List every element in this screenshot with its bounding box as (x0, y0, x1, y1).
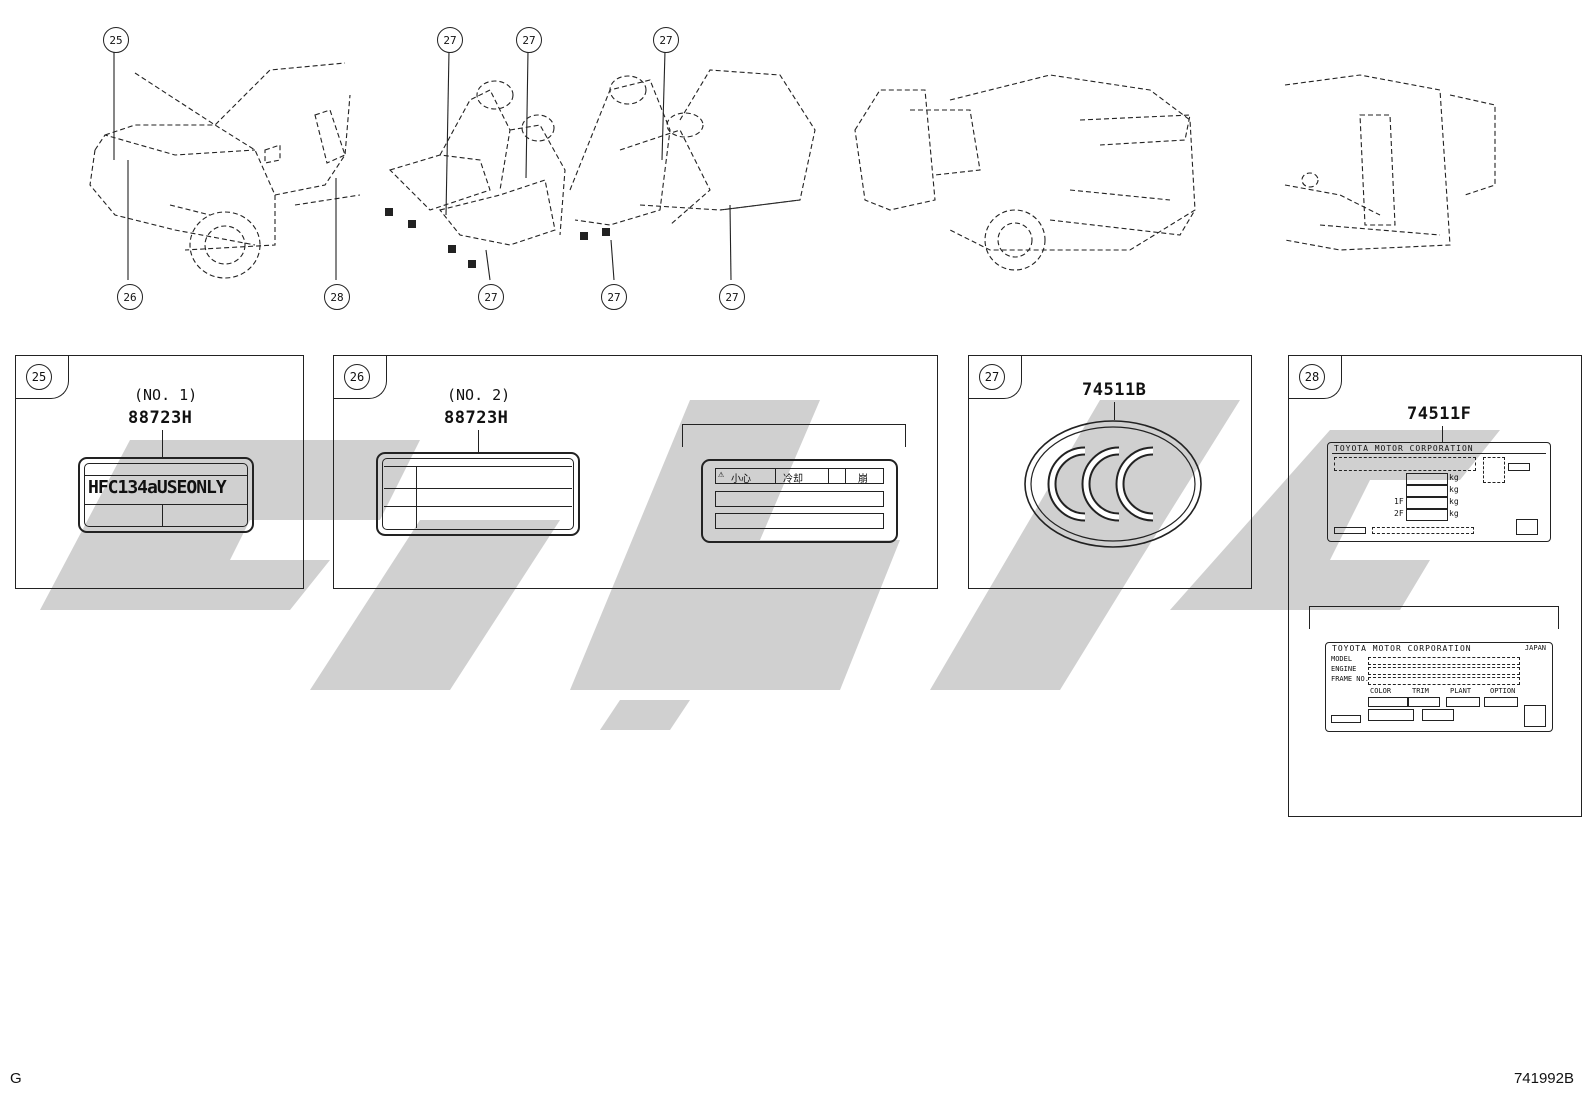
unit-3: kg (1449, 497, 1459, 506)
axle-1: 1F (1394, 497, 1404, 506)
callout-27: 27 (478, 284, 504, 310)
col-option: OPTION (1490, 687, 1516, 695)
sub-label: (NO. 1) (134, 386, 198, 404)
plate-header: TOYOTA MOTOR CORPORATION (1332, 644, 1472, 653)
footer-code-left: G (10, 1070, 22, 1087)
hfc-text: HFC134aUSEONLY (88, 477, 227, 498)
callout-28: 28 (324, 284, 350, 310)
axle-2: 2F (1394, 509, 1404, 518)
leader (162, 430, 163, 457)
leader-lines (113, 50, 732, 281)
warning-icon: ⚠ (718, 469, 725, 480)
callout-27: 27 (437, 27, 463, 53)
leader (478, 430, 479, 452)
panel-number: 28 (1299, 364, 1325, 390)
panel-notch (334, 356, 387, 399)
callout-26: 26 (117, 284, 143, 310)
callout-25: 25 (103, 27, 129, 53)
panel-27: 27 74511B (968, 355, 1252, 589)
panel-25: 25 (NO. 1) 88723H HFC134aUSEONLY (15, 355, 304, 589)
id-plate-upper: TOYOTA MOTOR CORPORATION kg kg 1F kg 2F … (1327, 442, 1551, 542)
unit-4: kg (1449, 509, 1459, 518)
plate-code: JAPAN (1524, 644, 1546, 652)
part-number: 74511B (1082, 380, 1147, 400)
tailgate-open-illustration (1284, 74, 1496, 251)
ccc-mark-icon (1024, 420, 1202, 548)
blank-label (376, 452, 580, 536)
bracket (682, 424, 906, 447)
kanji-1: 小心 (731, 474, 751, 485)
kanji-4: 崩 (858, 474, 868, 485)
caution-label: ⚠ 小心 冷却 崩 (701, 459, 898, 543)
sub-label: (NO. 2) (447, 386, 511, 404)
row-frame: FRAME NO. (1331, 675, 1369, 683)
unit-2: kg (1449, 485, 1459, 494)
callout-27: 27 (719, 284, 745, 310)
panel-notch (969, 356, 1022, 399)
leader (1442, 426, 1443, 442)
part-number: 88723H (128, 408, 193, 428)
panel-number: 25 (26, 364, 52, 390)
part-number: 74511F (1407, 404, 1472, 424)
rear-door-open-illustration (854, 74, 1196, 271)
panel-number: 26 (344, 364, 370, 390)
front-car-illustration (89, 62, 360, 279)
kanji-2: 冷却 (783, 474, 803, 485)
panel-notch (1289, 356, 1342, 399)
part-number: 88723H (444, 408, 509, 428)
bracket (1309, 606, 1559, 629)
footer-code-right: 741992B (1513, 1070, 1574, 1087)
row-engine: ENGINE (1331, 665, 1357, 673)
panel-notch (16, 356, 69, 399)
panel-26: 26 (NO. 2) 88723H ⚠ 小心 冷却 崩 (333, 355, 938, 589)
col-plant: PLANT (1450, 687, 1472, 695)
col-color: COLOR (1370, 687, 1392, 695)
unit-1: kg (1449, 473, 1459, 482)
plate-header: TOYOTA MOTOR CORPORATION (1334, 444, 1474, 453)
callout-27: 27 (601, 284, 627, 310)
panel-28: 28 74511F TOYOTA MOTOR CORPORATION kg kg… (1288, 355, 1582, 817)
panel-number: 27 (979, 364, 1005, 390)
refrigerant-label: HFC134aUSEONLY (78, 457, 254, 533)
id-plate-lower: TOYOTA MOTOR CORPORATION JAPAN MODEL ENG… (1325, 642, 1553, 732)
callout-27: 27 (653, 27, 679, 53)
seats-illustration (385, 69, 816, 268)
col-trim: TRIM (1412, 687, 1429, 695)
leader (1114, 402, 1115, 420)
callout-27: 27 (516, 27, 542, 53)
row-model: MODEL (1331, 655, 1353, 663)
